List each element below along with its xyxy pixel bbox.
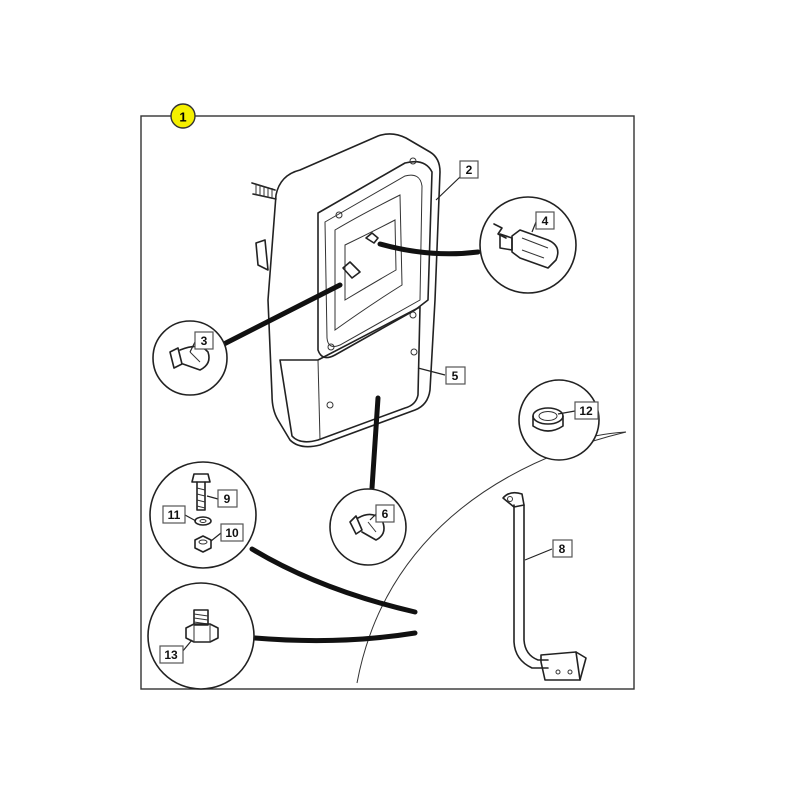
detail-plug-13	[147, 582, 255, 690]
detail-grommet-12	[518, 379, 600, 461]
leader-12	[557, 410, 576, 415]
svg-text:3: 3	[201, 334, 208, 348]
leader-to-detail-12	[594, 431, 627, 437]
callout-6: 6	[375, 504, 395, 523]
svg-text:12: 12	[579, 404, 593, 418]
callout-12: 12	[574, 401, 599, 420]
leader-11	[184, 514, 197, 522]
leader-to-detail-13	[252, 630, 418, 644]
leader-8	[524, 548, 553, 561]
callout-9: 9	[217, 489, 238, 508]
detail-bulb-3	[152, 320, 228, 396]
callout-11: 11	[162, 505, 186, 524]
svg-text:11: 11	[168, 508, 181, 522]
callout-3: 3	[194, 331, 214, 350]
svg-text:10: 10	[225, 526, 239, 540]
mounting-bracket	[502, 491, 587, 681]
callout-2: 2	[459, 160, 479, 179]
callout-5: 5	[445, 366, 466, 385]
svg-text:1: 1	[179, 110, 186, 125]
headlamp-assembly	[251, 133, 441, 448]
svg-text:5: 5	[452, 369, 459, 383]
callout-13: 13	[159, 645, 184, 664]
callout-10: 10	[220, 523, 244, 542]
leader-10	[210, 532, 222, 542]
leader-6	[369, 513, 377, 521]
leader-4	[531, 221, 537, 233]
leader-to-detail-3	[219, 282, 343, 348]
leader-to-detail-9	[249, 546, 418, 615]
leader-to-detail-6	[369, 395, 381, 491]
svg-text:6: 6	[382, 507, 389, 521]
leader-5	[417, 367, 446, 376]
leader-13	[181, 639, 193, 653]
svg-text:4: 4	[542, 214, 549, 228]
svg-text:2: 2	[466, 163, 473, 177]
background-arc	[356, 431, 627, 684]
callout-4: 4	[535, 211, 555, 230]
detail-bulb-6	[329, 488, 407, 566]
leader-to-detail-4	[377, 241, 481, 257]
assembly-badge: 1	[170, 103, 196, 129]
leader-3	[189, 341, 196, 353]
leader-9	[206, 495, 219, 500]
leader-2	[435, 176, 461, 201]
svg-text:9: 9	[224, 492, 231, 506]
svg-text:8: 8	[559, 542, 566, 556]
svg-text:13: 13	[164, 648, 178, 662]
callout-8: 8	[552, 539, 573, 558]
diagram-frame	[140, 115, 635, 690]
detail-bulb-4	[479, 196, 577, 294]
